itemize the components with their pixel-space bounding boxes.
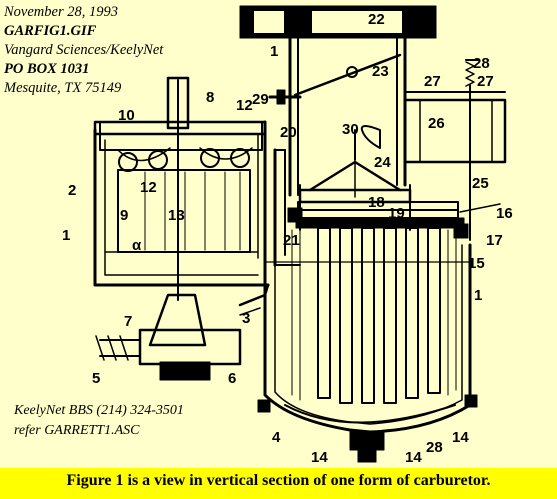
- ref-label: 28: [426, 439, 443, 456]
- ref-label: 12: [140, 179, 157, 196]
- caption-bar: Figure 1 is a view in vertical section o…: [0, 468, 557, 499]
- ref-label: 18: [368, 194, 385, 211]
- ref-label: 14: [405, 449, 422, 466]
- ref-label: 23: [372, 63, 389, 80]
- footer-bbs: KeelyNet BBS (214) 324-3501: [14, 403, 184, 418]
- header-org: Vangard Sciences/KeelyNet: [4, 42, 164, 58]
- ref-label: 14: [311, 449, 328, 466]
- ref-label: 6: [228, 370, 236, 387]
- ref-label: 28: [473, 55, 490, 72]
- ref-label: 1: [474, 287, 482, 304]
- ref-label: 27: [424, 73, 441, 90]
- header-date: November 28, 1993: [4, 4, 118, 20]
- header-filename: GARFIG1.GIF: [4, 23, 97, 39]
- ref-label: 29: [252, 91, 269, 108]
- ref-label: 12: [236, 97, 253, 114]
- ref-label: 14: [357, 429, 374, 446]
- ref-label: 24: [374, 154, 391, 171]
- header-pobox: PO BOX 1031: [4, 61, 90, 77]
- ref-label: 13: [168, 207, 185, 224]
- ref-label: 14: [452, 429, 469, 446]
- ref-label: 9: [120, 207, 128, 224]
- figure-caption: Figure 1 is a view in vertical section o…: [66, 472, 491, 489]
- ref-label: 22: [368, 11, 385, 28]
- ref-label: 7: [124, 313, 132, 330]
- footer-refer: refer GARRETT1.ASC: [14, 423, 140, 438]
- ref-label: 1: [270, 43, 278, 60]
- ref-label: 5: [92, 370, 100, 387]
- ref-label: 2: [68, 182, 76, 199]
- ref-label: 21: [283, 232, 300, 249]
- ref-label: 3: [242, 310, 250, 327]
- ref-label: 19: [388, 205, 405, 222]
- ref-label: 25: [472, 175, 489, 192]
- ref-label: 8: [206, 89, 214, 106]
- ref-label: 4: [272, 429, 281, 446]
- header-city: Mesquite, TX 75149: [4, 80, 122, 96]
- ref-label: 1: [62, 227, 70, 244]
- ref-label: 30: [342, 121, 359, 138]
- ref-label: 16: [496, 205, 513, 222]
- ref-label: 10: [118, 107, 135, 124]
- ref-label: 26: [428, 115, 445, 132]
- ref-label: α: [132, 237, 142, 254]
- ref-label: 27: [477, 73, 494, 90]
- ref-label: 15: [468, 255, 485, 272]
- ref-label: 17: [486, 232, 503, 249]
- ref-label: 20: [280, 124, 297, 141]
